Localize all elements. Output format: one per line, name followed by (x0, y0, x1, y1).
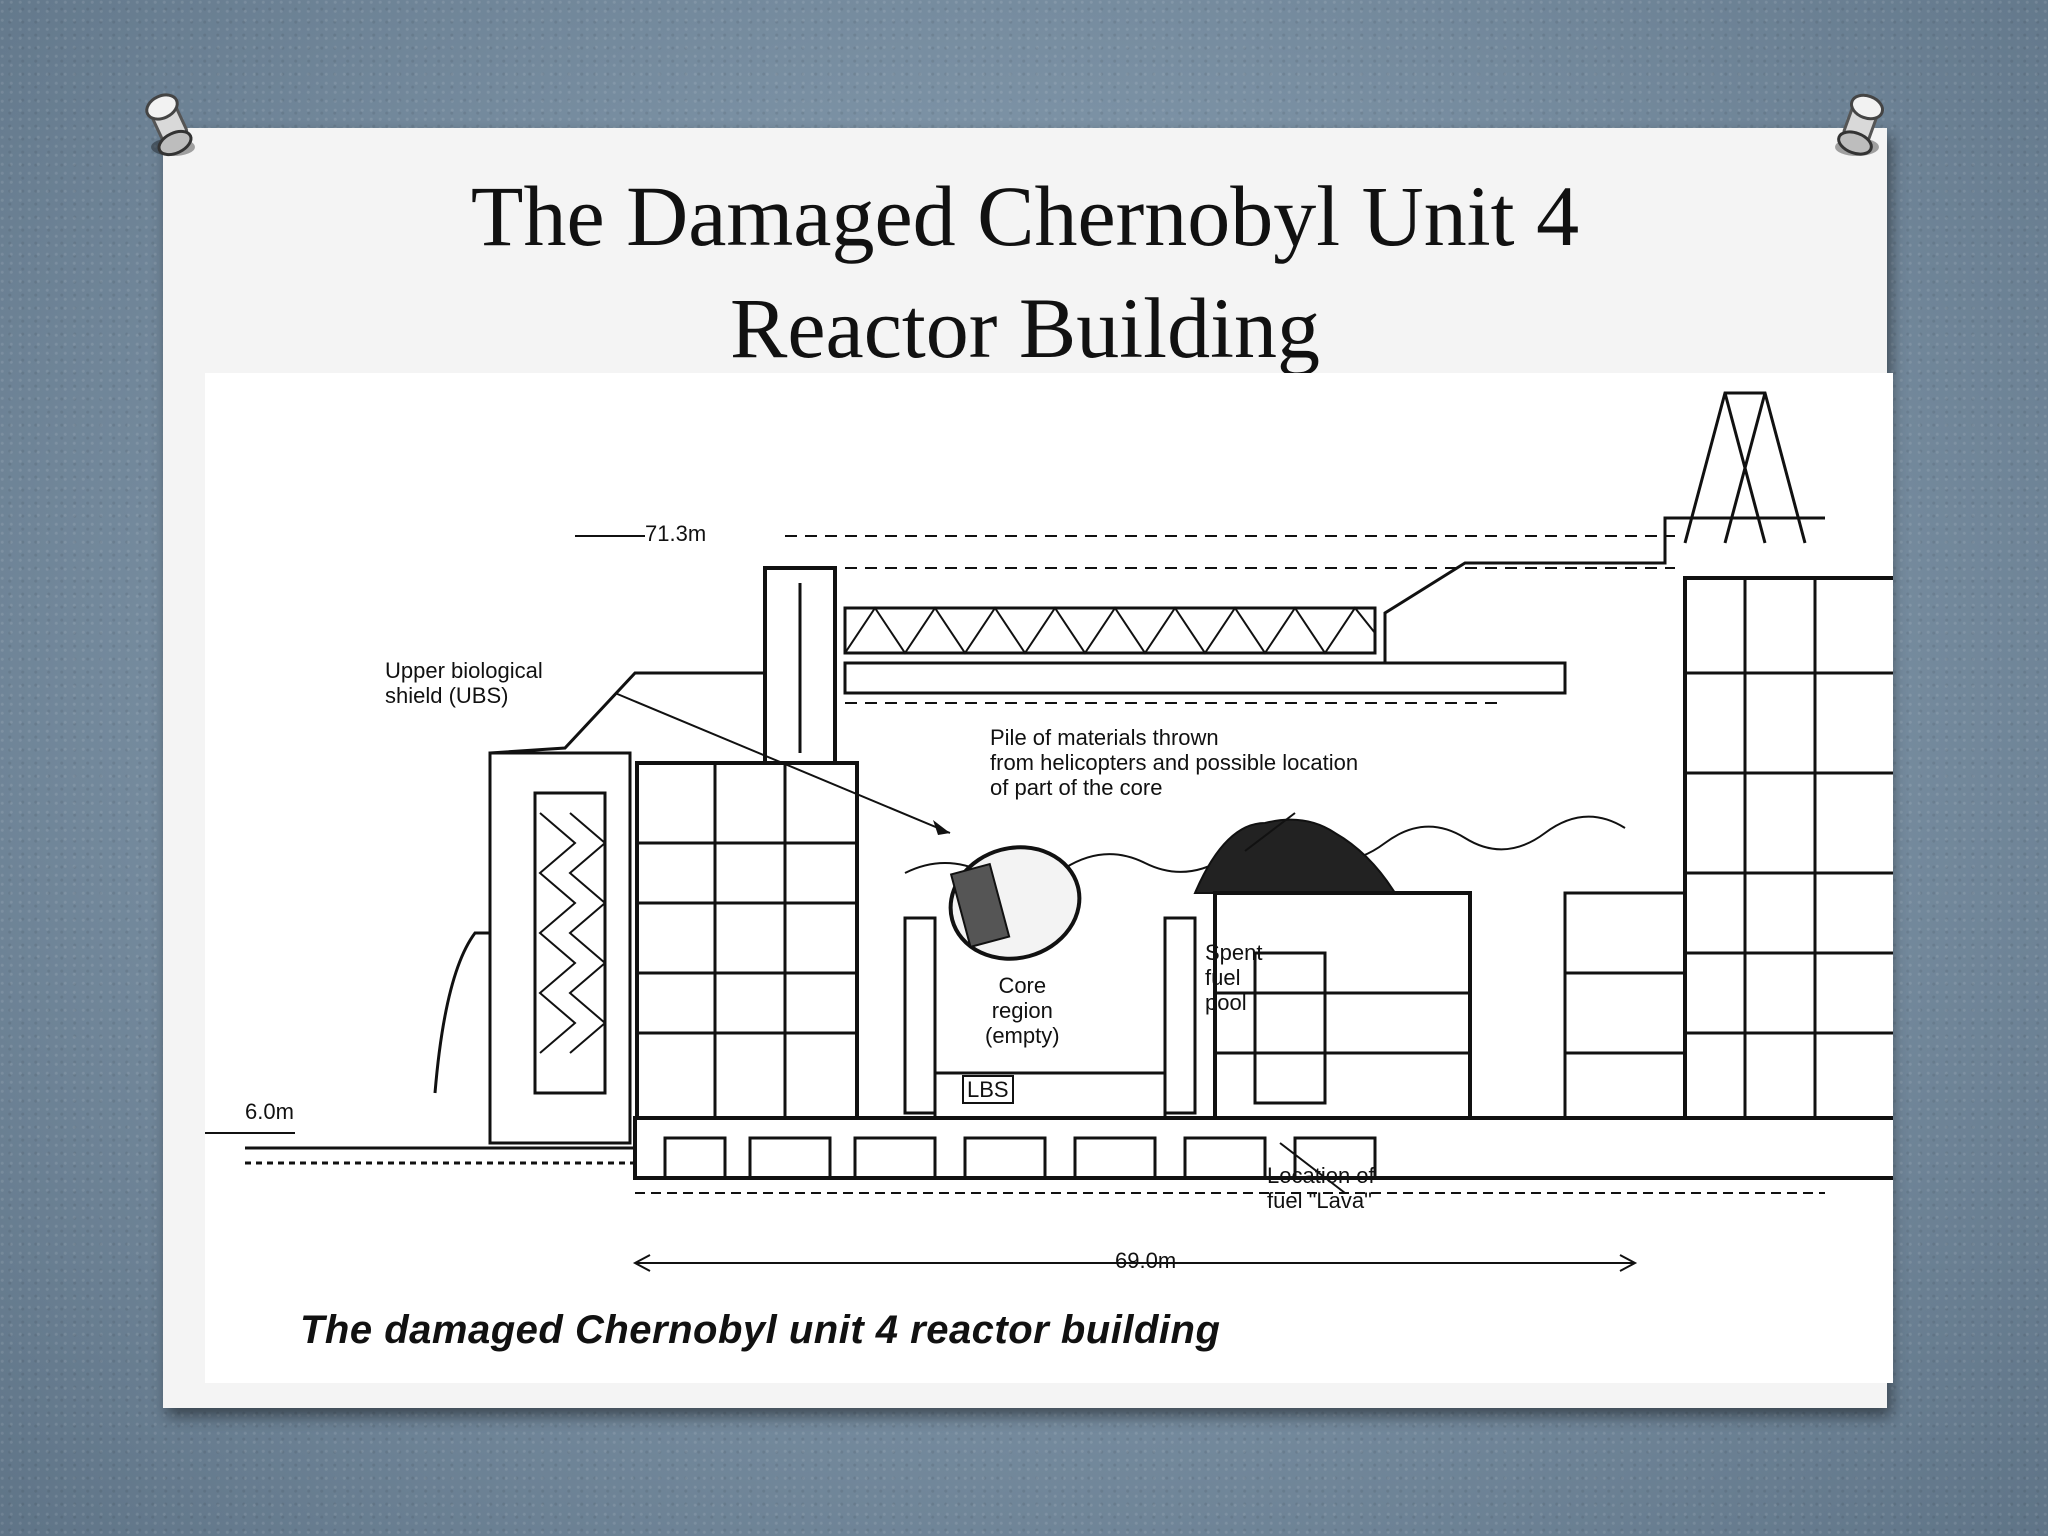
label-spent-line3: pool (1205, 990, 1247, 1015)
label-ubs-line2: shield (UBS) (385, 683, 509, 708)
label-lava-line1: Location of (1267, 1163, 1375, 1188)
label-spent-line2: fuel (1205, 965, 1241, 990)
label-width-base: 69.0m (1115, 1248, 1177, 1273)
label-core-line2: region (991, 998, 1053, 1023)
label-pile-line2: from helicopters and possible location (990, 750, 1359, 775)
title-line-1: The Damaged Chernobyl Unit 4 (470, 168, 1580, 264)
label-spent-fuel: Spent fuel pool (1205, 940, 1263, 1015)
label-pile-line3: of part of the core (990, 775, 1163, 800)
reactor-drawing (205, 391, 1893, 1272)
label-core: Core region (empty) (985, 973, 1060, 1048)
label-ubs-line1: Upper biological (385, 658, 543, 683)
diagram-caption: The damaged Chernobyl unit 4 reactor bui… (300, 1308, 1221, 1352)
title-line-2: Reactor Building (730, 280, 1320, 376)
label-height-ground: 6.0m (245, 1099, 294, 1124)
label-lbs: LBS (962, 1075, 1014, 1104)
label-pile: Pile of materials thrown from helicopter… (990, 725, 1358, 800)
slide-title: The Damaged Chernobyl Unit 4 Reactor Bui… (163, 160, 1887, 384)
label-ubs: Upper biological shield (UBS) (385, 658, 543, 708)
pushpin-right-icon (1835, 93, 1884, 156)
pushpin-left-icon (145, 93, 195, 157)
label-core-line1: Core (998, 973, 1047, 998)
label-spent-line1: Spent (1205, 940, 1263, 965)
label-lava: Location of fuel "Lava" (1267, 1163, 1375, 1213)
label-core-line3: (empty) (985, 1023, 1060, 1048)
label-lava-line2: fuel "Lava" (1267, 1188, 1372, 1213)
label-pile-line1: Pile of materials thrown (990, 725, 1219, 750)
label-height-top: 71.3m (645, 521, 707, 546)
reactor-diagram: 71.3m 6.0m 69.0m Upper biological shield… (205, 373, 1893, 1383)
